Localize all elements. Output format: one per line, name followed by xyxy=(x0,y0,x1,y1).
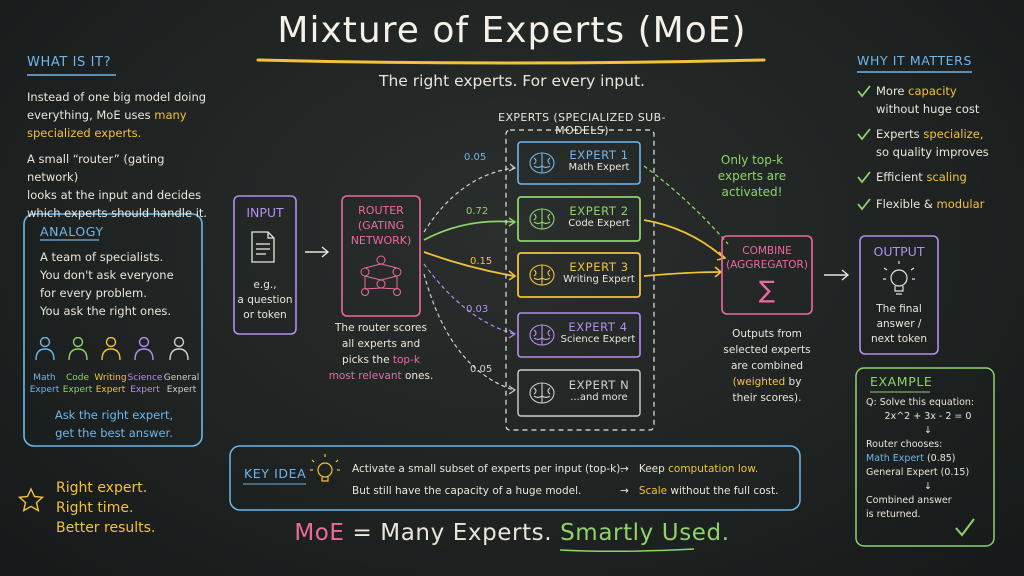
topk-note: Only top-k experts are activated! xyxy=(717,153,787,199)
brain-icon xyxy=(529,264,555,286)
expert-n: EXPERT N ...and more xyxy=(568,378,630,403)
analogy-text: A team of specialists. You don't ask eve… xyxy=(40,250,174,318)
star-icon xyxy=(17,487,45,513)
expert-box-3 xyxy=(517,252,641,298)
idea-bulb-icon xyxy=(310,454,340,482)
router-box xyxy=(341,195,421,317)
route-arrow-4 xyxy=(423,263,515,335)
input-box xyxy=(233,195,297,335)
brain-icon xyxy=(529,324,555,346)
why-item-3: Efficient scaling xyxy=(876,170,967,184)
page-title: Mixture of Experts (MoE) xyxy=(277,10,747,51)
output-desc: The final answer / next token xyxy=(871,303,927,345)
expert-box-4 xyxy=(517,312,641,358)
keyidea-heading: KEY IDEA xyxy=(244,466,307,481)
score-5: 0.05 xyxy=(470,364,493,375)
output-box xyxy=(859,235,939,355)
sigma-icon: ∑ xyxy=(758,276,776,304)
score-1: 0.05 xyxy=(464,152,487,163)
keyidea-result-1: → Keep computation low. xyxy=(620,463,759,475)
why-item-4: Flexible & modular xyxy=(876,197,985,211)
page-subtitle: The right experts. For every input. xyxy=(379,72,645,90)
output-label: OUTPUT xyxy=(873,244,925,259)
score-4: 0.03 xyxy=(466,304,489,315)
route-arrow-2 xyxy=(423,220,515,241)
person-icon xyxy=(68,336,88,361)
expert-box-2 xyxy=(517,196,641,242)
keyidea-line-1: Activate a small subset of experts per i… xyxy=(352,463,624,475)
title-underline xyxy=(256,58,766,65)
router-label: ROUTER (GATING NETWORK) xyxy=(350,204,412,247)
keyidea-line-2: But still have the capacity of a huge mo… xyxy=(352,485,582,497)
why-item-2: Experts specialize, so quality improves xyxy=(876,127,989,159)
combine-box xyxy=(721,235,813,315)
expert-4: EXPERT 4 Science Expert xyxy=(560,320,636,345)
why-heading: WHY IT MATTERS xyxy=(857,53,972,68)
network-icon xyxy=(360,255,402,296)
combine-label: COMBINE (AGGREGATOR) xyxy=(726,245,808,271)
expert-2: EXPERT 2 Code Expert xyxy=(568,204,630,229)
star-text: Right expert. Right time. Better results… xyxy=(56,480,156,536)
input-router-arrow xyxy=(305,246,330,258)
brain-icon xyxy=(529,382,555,404)
check-icon xyxy=(857,171,871,184)
why-item-1: More capacity without huge cost xyxy=(876,84,980,116)
lightbulb-icon xyxy=(883,261,915,295)
combine-output-arrow xyxy=(824,269,850,281)
analogy-tagline: Ask the right expert, get the best answe… xyxy=(54,408,174,440)
analogy-box xyxy=(23,213,203,447)
analogy-heading: ANALOGY xyxy=(40,224,104,239)
person-icon xyxy=(134,336,154,361)
keyidea-result-2: → Scale without the full cost. xyxy=(620,485,779,497)
combine-arrow-3 xyxy=(643,271,721,277)
footer-tagline: MoE = Many Experts. Smartly Used. xyxy=(294,520,730,546)
combine-arrow-2 xyxy=(643,219,725,259)
brain-icon xyxy=(529,152,555,174)
route-arrow-3 xyxy=(423,251,515,277)
what-body: Instead of one big model doing everythin… xyxy=(27,90,208,220)
expert-box-n xyxy=(517,369,641,417)
score-3: 0.15 xyxy=(470,256,493,267)
expert-3: EXPERT 3 Writing Expert xyxy=(563,260,635,285)
combine-caption: Outputs from selected experts are combin… xyxy=(723,328,811,404)
people-icons xyxy=(30,336,196,361)
check-icon xyxy=(857,198,871,211)
combine-arrow-1 xyxy=(643,165,729,245)
check-icon xyxy=(857,85,871,98)
route-arrow-1 xyxy=(423,167,515,233)
person-icon xyxy=(101,336,121,361)
person-icon xyxy=(169,336,189,361)
router-caption: The router scores all experts and picks … xyxy=(328,322,434,382)
brain-icon xyxy=(529,208,555,230)
route-arrow-5 xyxy=(423,273,515,391)
example-heading: EXAMPLE xyxy=(870,374,933,389)
document-icon xyxy=(251,231,275,263)
person-icon xyxy=(35,336,55,361)
input-label: INPUT xyxy=(246,205,284,220)
score-2: 0.72 xyxy=(466,206,489,217)
check-icon xyxy=(955,518,975,537)
keyidea-box xyxy=(229,445,801,511)
check-icon xyxy=(857,128,871,141)
what-heading: WHAT IS IT? xyxy=(27,55,112,70)
experts-container xyxy=(505,129,655,431)
expert-1: EXPERT 1 Math Expert xyxy=(568,148,630,173)
expert-box-1 xyxy=(517,141,641,185)
example-body: Q: Solve this equation: 2x^2 + 3x - 2 = … xyxy=(866,397,975,520)
experts-heading: EXPERTS (SPECIALIZED SUB-MODELS) xyxy=(498,111,666,137)
input-desc: e.g., a question or token xyxy=(237,279,293,321)
example-box xyxy=(855,367,995,547)
